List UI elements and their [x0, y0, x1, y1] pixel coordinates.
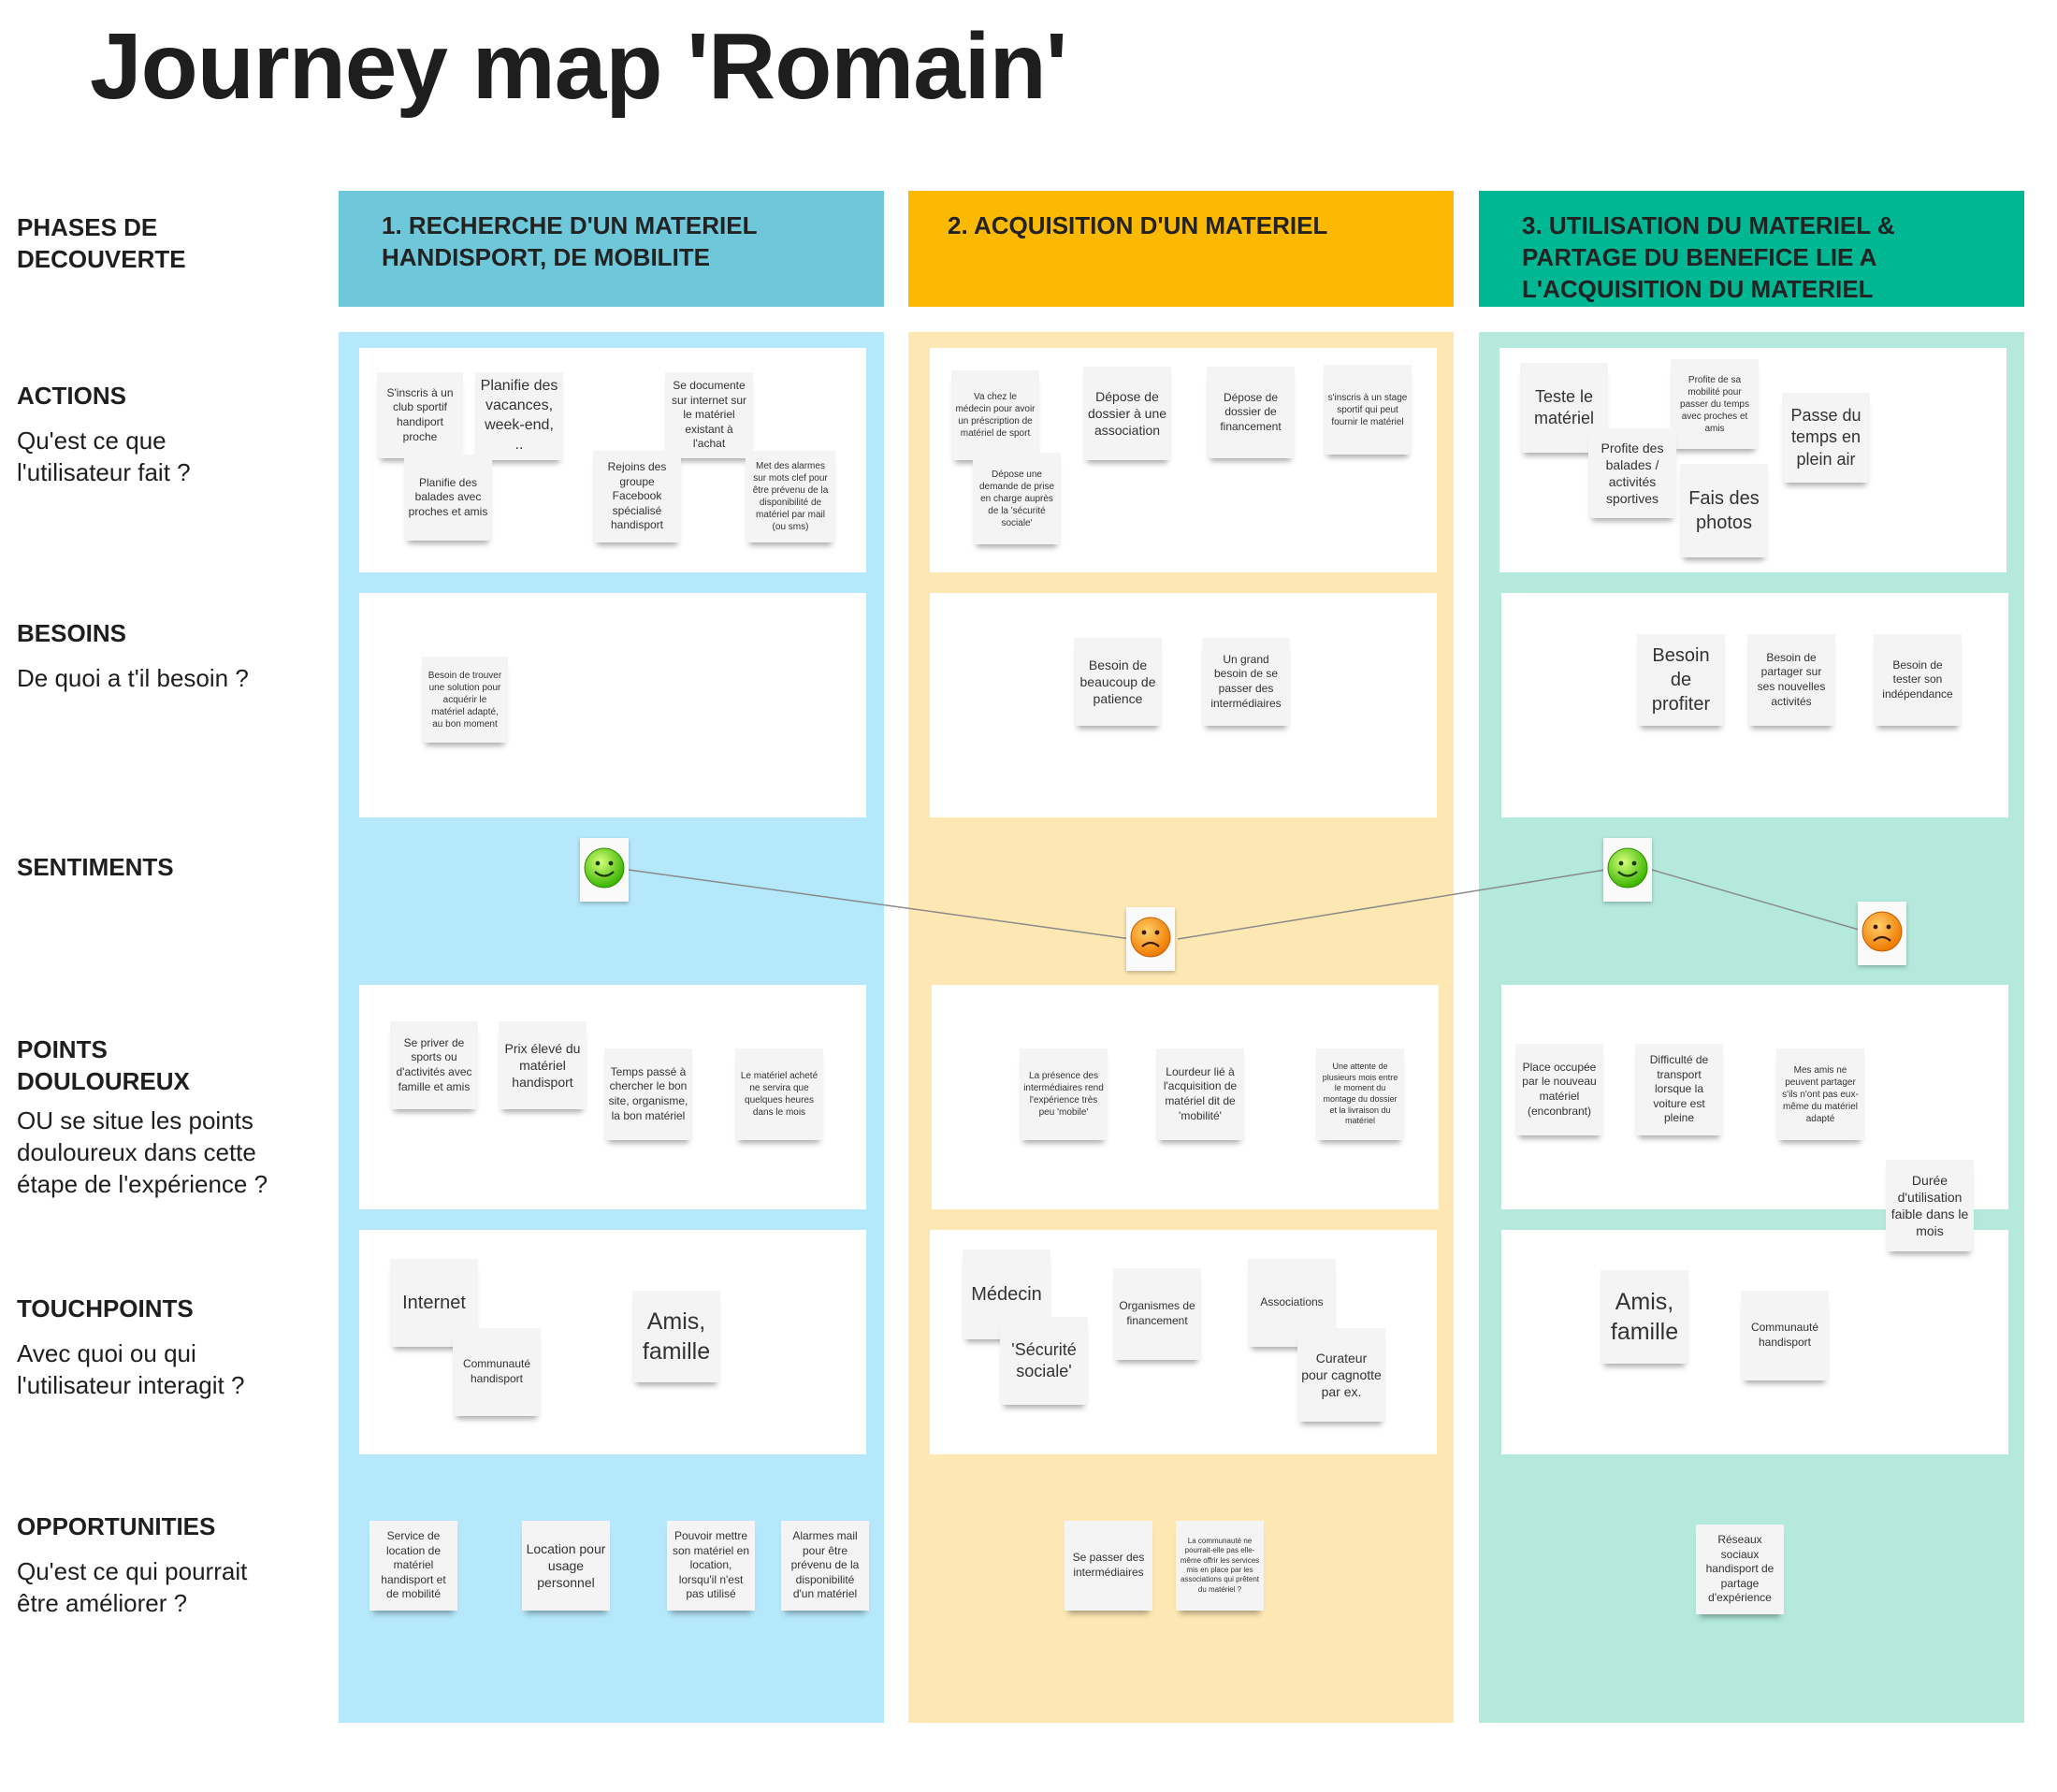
pain-point-note: Une attente de plusieurs mois entre le m… [1316, 1048, 1404, 1140]
row-question: Qu'est ce qui pourrait être améliorer ? [17, 1557, 248, 1617]
opportunity-note: Pouvoir mettre son matériel en location,… [667, 1521, 755, 1611]
page-title: Journey map 'Romain' [90, 14, 1067, 119]
row-label-touchpoints: TOUCHPOINTS Avec quoi ou qui l'utilisate… [17, 1293, 326, 1401]
action-note: s'inscris à un stage sportif qui peut fo… [1324, 365, 1412, 455]
row-heading: OPPORTUNITIES [17, 1512, 216, 1540]
pain-point-note: Mes amis ne peuvent partager s'ils n'ont… [1776, 1048, 1864, 1140]
phase-header-2: 2. ACQUISITION D'UN MATERIEL [908, 191, 1454, 307]
besoin-note: Besoin de beaucoup de patience [1074, 638, 1162, 726]
opportunity-note: Location pour usage personnel [522, 1521, 610, 1611]
opportunity-note: Réseaux sociaux handisport de partage d'… [1696, 1525, 1784, 1614]
sentiment-link [628, 869, 1132, 940]
pain-point-note: Lourdeur lié à l'acquisition de matériel… [1156, 1048, 1244, 1140]
happy-face-icon [1603, 838, 1652, 902]
touchpoint-note: Amis, famille [632, 1291, 720, 1382]
besoin-note: Besoin de trouver une solution pour acqu… [422, 657, 508, 743]
action-note: Se documente sur internet sur le matérie… [665, 372, 753, 458]
action-note: Dépose de dossier de financement [1207, 367, 1295, 458]
opportunity-note: Alarmes mail pour être prévenu de la dis… [781, 1521, 869, 1611]
action-note: Met des alarmes sur mots clef pour être … [746, 451, 835, 542]
besoin-note: Besoin de profiter [1637, 634, 1725, 726]
row-heading: SENTIMENTS [17, 853, 174, 881]
pain-point-note: Le matériel acheté ne servira que quelqu… [735, 1048, 823, 1140]
action-note: Profite des balades / activités sportive… [1588, 428, 1676, 518]
row-label-phases: PHASES DE DECOUVERTE [17, 211, 326, 275]
sentiment-link [1177, 869, 1606, 940]
touchpoint-note: Curateur pour cagnotte par ex. [1297, 1328, 1385, 1422]
action-note: S'inscris à un club sportif handiport pr… [377, 372, 463, 458]
touchpoint-note: Organismes de financement [1113, 1268, 1201, 1360]
action-note: Dépose une demande de prise en charge au… [973, 453, 1061, 544]
action-note: Rejoins des groupe Facebook spécialisé h… [593, 451, 681, 542]
besoin-note: Un grand besoin de se passer des intermé… [1202, 638, 1290, 726]
happy-face-icon [580, 838, 629, 902]
action-note: Dépose de dossier à une association [1083, 367, 1171, 460]
row-label-sentiments: SENTIMENTS [17, 851, 326, 883]
row-question: Qu'est ce que l'utilisateur fait ? [17, 426, 191, 486]
besoin-note: Besoin de tester son indépendance [1874, 634, 1962, 726]
action-note: Fais des photos [1680, 464, 1768, 557]
pain-point-note: Durée d'utilisation faible dans le mois [1886, 1160, 1974, 1251]
pain-point-note: Temps passé à chercher le bon site, orga… [604, 1048, 692, 1140]
opportunity-note: La communauté ne pourrait-elle pas elle-… [1176, 1521, 1264, 1611]
pain-point-note: Se priver de sports ou d'activités avec … [390, 1021, 478, 1109]
row-heading: POINTS DOULOUREUX [17, 1035, 190, 1095]
row-heading: ACTIONS [17, 382, 126, 410]
row-label-besoins: BESOINS De quoi a t'il besoin ? [17, 617, 326, 694]
row-question: De quoi a t'il besoin ? [17, 664, 249, 692]
touchpoint-note: 'Sécurité sociale' [1000, 1317, 1088, 1405]
action-note: Planifie des vacances, week-end, .. [475, 372, 563, 460]
action-note: Planifie des balades avec proches et ami… [404, 455, 492, 541]
row-heading: TOUCHPOINTS [17, 1294, 194, 1322]
besoins-panel-2 [930, 593, 1437, 817]
sad-face-icon [1858, 902, 1906, 965]
sentiment-link [1651, 869, 1873, 934]
phase-header-1: 1. RECHERCHE D'UN MATERIEL HANDISPORT, D… [339, 191, 884, 307]
row-label-actions: ACTIONS Qu'est ce que l'utilisateur fait… [17, 380, 326, 488]
pain-point-note: Prix élevé du matériel handisport [499, 1021, 587, 1109]
touchpoint-note: Amis, famille [1601, 1270, 1688, 1364]
opportunity-note: Se passer des intermédiaires [1065, 1521, 1152, 1611]
row-label-opportunities: OPPORTUNITIES Qu'est ce qui pourrait êtr… [17, 1510, 326, 1619]
besoin-note: Besoin de partager sur ses nouvelles act… [1747, 634, 1835, 726]
row-question: OU se situe les points douloureux dans c… [17, 1106, 268, 1198]
row-label-points: POINTS DOULOUREUX OU se situe les points… [17, 1033, 326, 1200]
pain-point-note: Difficulté de transport lorsque la voitu… [1635, 1044, 1723, 1135]
row-heading: BESOINS [17, 619, 127, 647]
row-heading: PHASES DE DECOUVERTE [17, 213, 186, 273]
action-note: Profite de sa mobilité pour passer du te… [1671, 359, 1759, 449]
pain-point-note: La présence des intermédiaires rend l'ex… [1020, 1048, 1108, 1140]
pain-point-note: Place occupée par le nouveau matériel (e… [1515, 1044, 1603, 1135]
touchpoint-note: Communauté handisport [453, 1328, 541, 1416]
sad-face-icon [1126, 907, 1175, 971]
phase-header-3: 3. UTILISATION DU MATERIEL & PARTAGE DU … [1479, 191, 2024, 307]
action-note: Va chez le médecin pour avoir un préscri… [951, 370, 1039, 460]
opportunity-note: Service de location de matériel handispo… [369, 1521, 457, 1611]
touchpoint-note: Communauté handisport [1741, 1291, 1829, 1380]
action-note: Passe du temps en plein air [1782, 393, 1870, 483]
row-question: Avec quoi ou qui l'utilisateur interagit… [17, 1339, 245, 1399]
